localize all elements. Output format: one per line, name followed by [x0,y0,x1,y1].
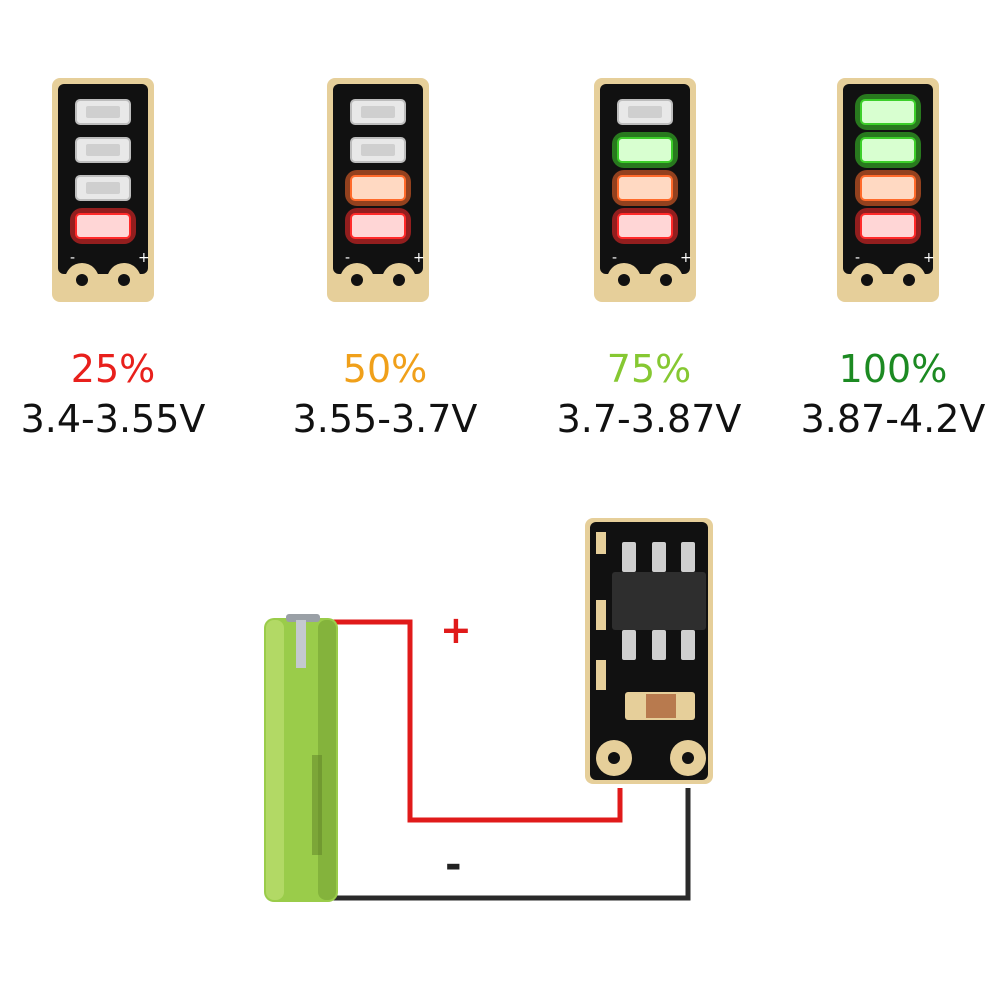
led-orange [350,175,406,201]
battery [264,614,338,902]
pad-positive-mark: + [923,250,935,266]
led-lens [361,106,395,118]
pad-positive-mark: + [413,250,425,266]
pad-positive-mark: + [138,250,150,266]
level-percent-25: 25% [70,347,156,391]
negative-label: - [445,842,462,888]
pad-hole [903,274,915,286]
pad-hole [118,274,130,286]
indicator-board-100: -+ [837,78,939,302]
board-svg-100: -+ [837,78,939,302]
pad-positive-mark: + [680,250,692,266]
pad-negative-mark: - [70,250,75,266]
led-red [75,213,131,239]
led-green [860,99,916,125]
pad-hole [76,274,88,286]
led-lens [361,144,395,156]
level-percent-75: 75% [606,347,692,391]
led-green [617,137,673,163]
level-percent-50: 50% [342,347,428,391]
led-lens [86,144,120,156]
led-green [860,137,916,163]
led-lens [86,106,120,118]
pad-hole [660,274,672,286]
pad-negative-mark: - [612,250,617,266]
board-svg-75: -+ [594,78,696,302]
ic-chip [612,572,706,630]
positive-label: + [440,608,472,652]
pad-negative-mark: - [345,250,350,266]
led-red [350,213,406,239]
level-voltage-25: 3.4-3.55V [20,397,206,441]
positive-wire [300,619,623,823]
level-voltage-75: 3.7-3.87V [556,397,742,441]
level-voltage-100: 3.87-4.2V [800,397,986,441]
board-svg-25: -+ [52,78,154,302]
wiring-diagram [264,518,713,902]
led-orange [617,175,673,201]
indicator-board-75: -+ [594,78,696,302]
level-percent-100: 100% [838,347,948,391]
pad-hole [351,274,363,286]
led-red [617,213,673,239]
indicator-board-25: -+ [52,78,154,302]
led-red [860,213,916,239]
pad-negative-mark: - [855,250,860,266]
board-svg-50: -+ [327,78,429,302]
indicator-board-50: -+ [327,78,429,302]
chip-pins [622,542,695,660]
module-board [585,518,713,784]
pad-hole [861,274,873,286]
negative-wire [300,788,691,901]
led-lens [628,106,662,118]
led-orange [860,175,916,201]
pad-hole [618,274,630,286]
led-lens [86,182,120,194]
pad-hole [393,274,405,286]
level-voltage-50: 3.55-3.7V [292,397,478,441]
